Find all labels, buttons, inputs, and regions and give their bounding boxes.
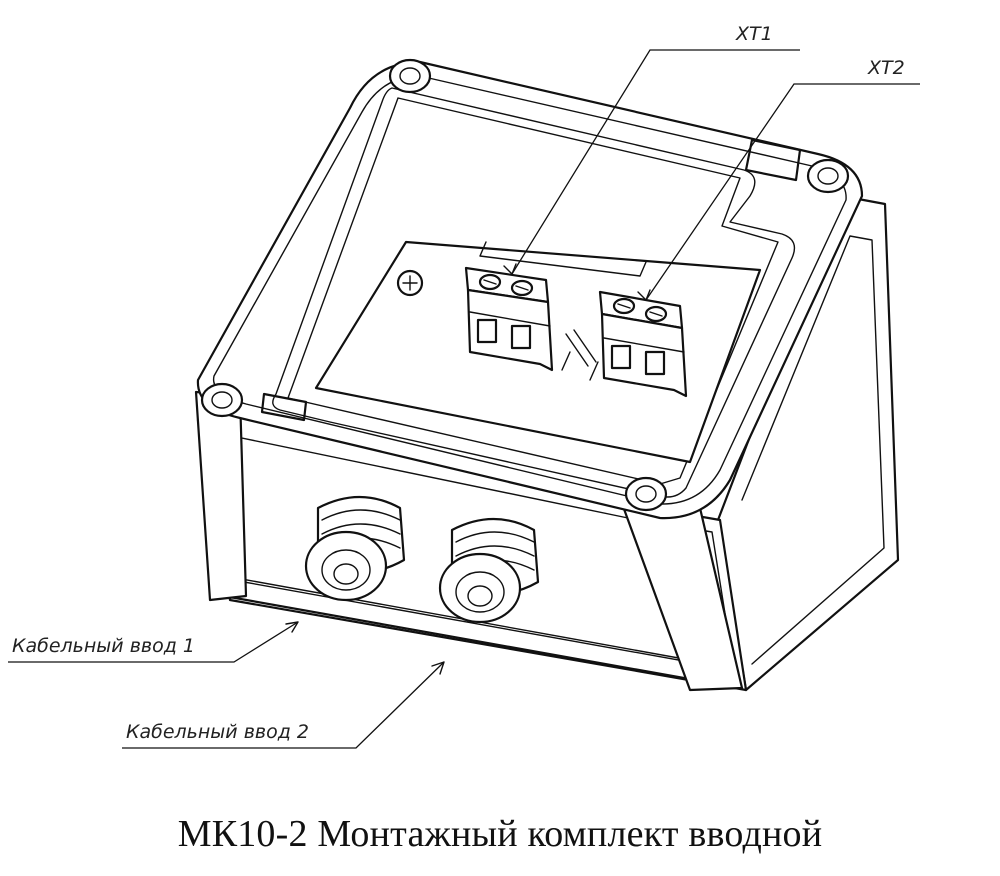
label-cable-entry-1: Кабельный ввод 1: [12, 635, 195, 657]
terminal-block-xt2: [598, 290, 688, 398]
leader-xt2: [637, 83, 920, 301]
resistor-component: [561, 329, 599, 381]
label-xt2: XT2: [867, 57, 905, 79]
label-xt1: XT1: [735, 23, 773, 45]
board-screw-icon: [396, 269, 424, 297]
cable-gland-1: [304, 495, 406, 602]
leader-xt1: [503, 49, 800, 275]
leader-cable-entry-2: [122, 661, 445, 749]
corner-screw-bottom-right: [624, 476, 668, 512]
corner-screw-top-left: [388, 58, 432, 94]
leader-cable-entry-1: [8, 621, 299, 663]
cable-gland-2: [438, 517, 540, 624]
terminal-block-xt1: [464, 266, 554, 372]
label-cable-entry-2: Кабельный ввод 2: [126, 721, 309, 743]
figure-caption: МК10-2 Монтажный комплект вводной: [177, 813, 823, 855]
corner-screw-bottom-left: [200, 382, 244, 418]
corner-screw-top-right: [806, 158, 850, 194]
